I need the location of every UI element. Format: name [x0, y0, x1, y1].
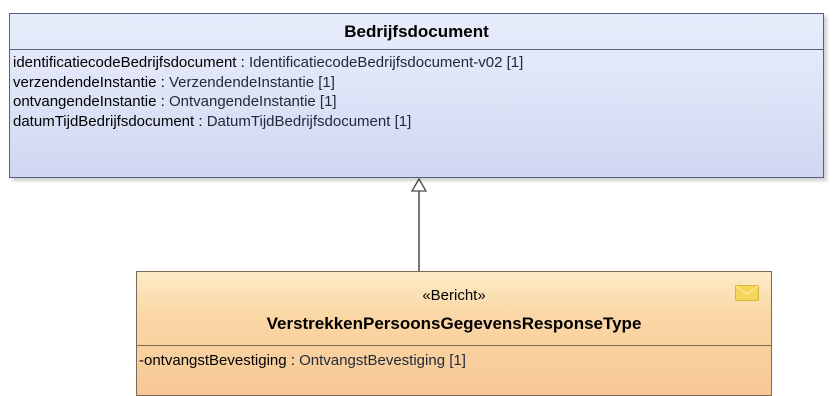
attribute-type: OntvangendeInstantie [1]	[168, 93, 337, 110]
envelope-icon	[735, 285, 759, 301]
class-name: VerstrekkenPersoonsGegevensResponseType	[266, 314, 642, 333]
attribute-row[interactable]: verzendendeInstantie : VerzendendeInstan…	[13, 73, 335, 91]
attribute-row[interactable]: identificatiecodeBedrijfsdocument : Iden…	[13, 54, 524, 71]
attribute-type: IdentificatiecodeBedrijfsdocument-v02 [1…	[248, 54, 524, 71]
attribute-compartment: -ontvangstBevestiging : OntvangstBevesti…	[137, 346, 771, 371]
attribute-row[interactable]: datumTijdBedrijfsdocument : DatumTijdBed…	[13, 112, 412, 130]
attribute-name: datumTijdBedrijfsdocument	[13, 112, 195, 130]
attribute-name: ontvangendeInstantie	[13, 93, 157, 110]
attribute-name: -ontvangstBevestiging	[139, 352, 287, 369]
attribute-row[interactable]: ontvangendeInstantie : OntvangendeInstan…	[13, 93, 337, 110]
class-box-verstrekken-persoons-gegevens-response-type[interactable]: «Bericht» VerstrekkenPersoonsGegevensRes…	[136, 271, 772, 396]
class-header: «Bericht» VerstrekkenPersoonsGegevensRes…	[137, 272, 771, 346]
class-header: Bedrijfsdocument	[10, 14, 823, 50]
generalization-arrowhead	[410, 177, 428, 192]
attribute-compartment: identificatiecodeBedrijfsdocument : Iden…	[10, 50, 823, 131]
attribute-type: VerzendendeInstantie [1]	[168, 73, 335, 91]
attribute-name: identificatiecodeBedrijfsdocument	[13, 54, 237, 71]
class-box-bedrijfsdocument[interactable]: Bedrijfsdocument identificatiecodeBedrij…	[9, 13, 824, 178]
attribute-name: verzendendeInstantie	[13, 73, 157, 91]
class-name: Bedrijfsdocument	[344, 21, 489, 41]
attribute-row[interactable]: -ontvangstBevestiging : OntvangstBevesti…	[139, 352, 466, 369]
attribute-type: OntvangstBevestiging [1]	[299, 352, 466, 369]
attribute-type: DatumTijdBedrijfsdocument [1]	[206, 112, 412, 130]
stereotype-label: «Bericht»	[422, 287, 486, 304]
